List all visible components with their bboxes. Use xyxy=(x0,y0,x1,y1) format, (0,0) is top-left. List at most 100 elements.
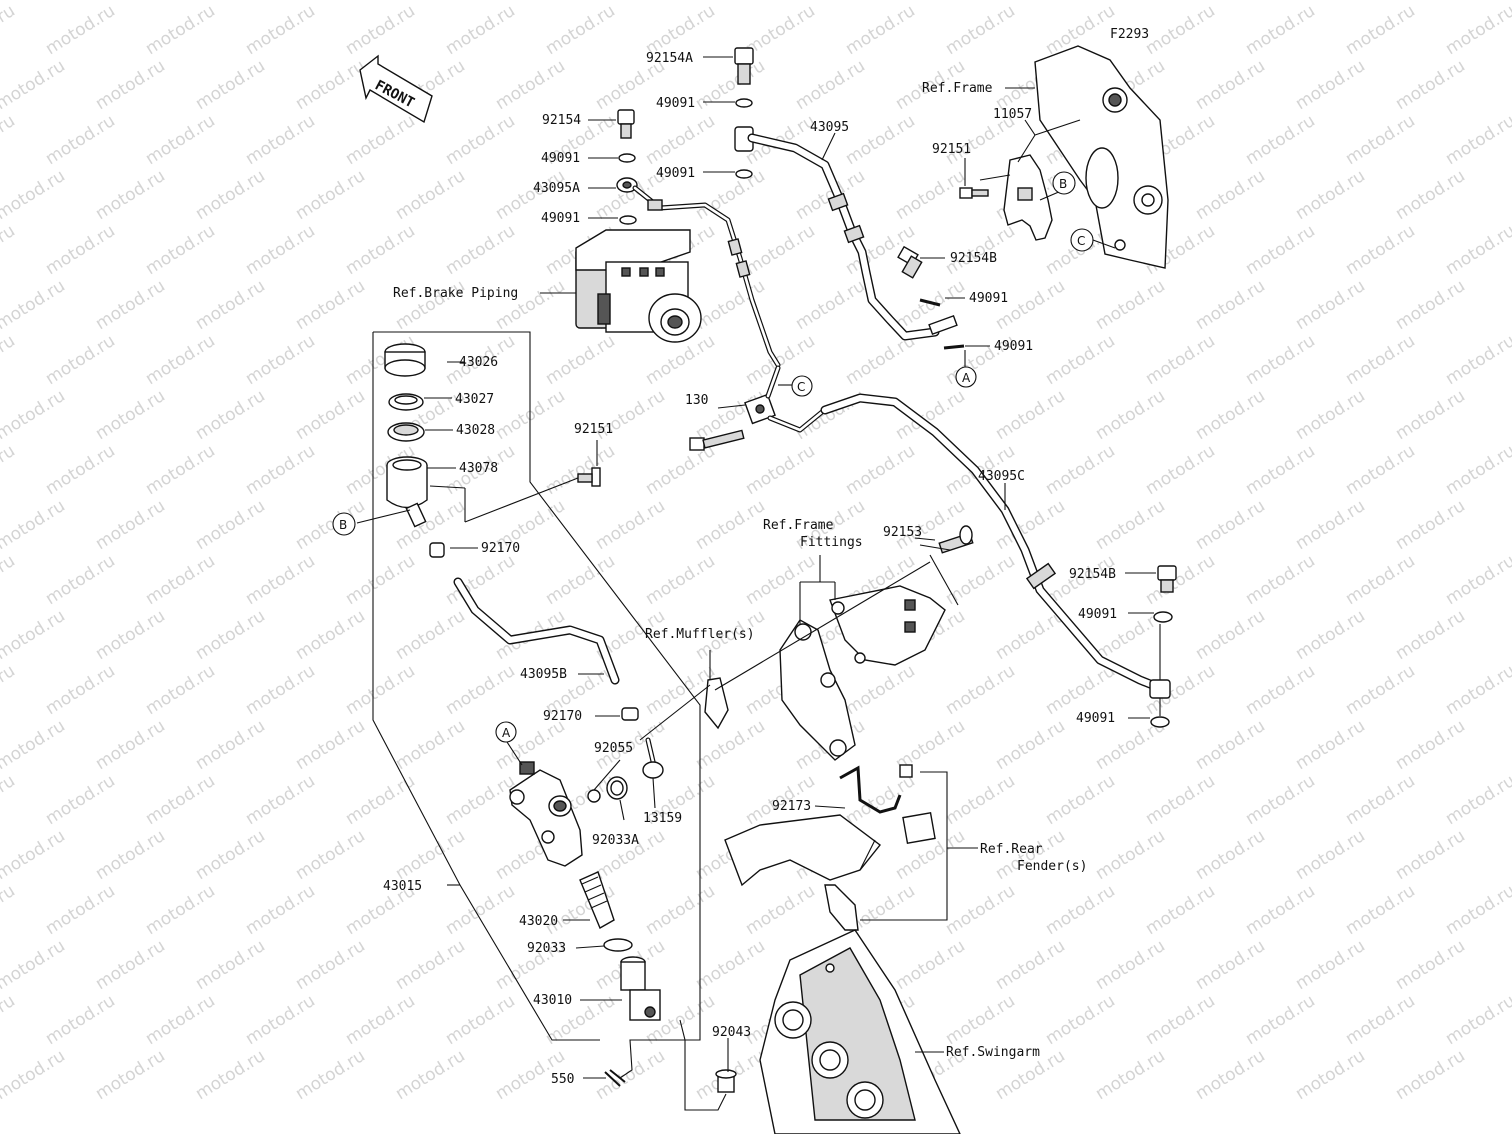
watermark-text: motod.ru xyxy=(1342,1,1419,59)
watermark-text: motod.ru xyxy=(192,166,269,224)
watermark-text: motod.ru xyxy=(142,991,219,1049)
watermark-text: motod.ru xyxy=(892,936,969,994)
watermark-text: motod.ru xyxy=(292,716,369,774)
watermark-text: motod.ru xyxy=(0,111,19,169)
label-43028: 43028 xyxy=(456,423,495,438)
muffler-bracket xyxy=(779,619,856,761)
label-92033: 92033 xyxy=(527,941,566,956)
watermark-text: motod.ru xyxy=(1442,221,1512,279)
watermark-text: motod.ru xyxy=(1242,991,1319,1049)
watermark-text: motod.ru xyxy=(342,551,419,609)
label-43027: 43027 xyxy=(455,392,494,407)
watermark-text: motod.ru xyxy=(1242,441,1319,499)
bolt-92154B-top xyxy=(897,245,923,279)
watermark-text: motod.ru xyxy=(792,56,869,114)
watermark-text: motod.ru xyxy=(1142,551,1219,609)
watermark-text: motod.ru xyxy=(1192,386,1269,444)
watermark-text: motod.ru xyxy=(1092,936,1169,994)
label-130: 130 xyxy=(685,393,708,408)
watermark-text: motod.ru xyxy=(342,221,419,279)
bolt-92153 xyxy=(938,525,974,554)
label-ref-frame-fittings-2: Fittings xyxy=(800,535,863,550)
watermark-text: motod.ru xyxy=(992,386,1069,444)
muffler-hook xyxy=(704,677,729,730)
watermark-text: motod.ru xyxy=(1342,661,1419,719)
label-92170-b: 92170 xyxy=(543,709,582,724)
watermark-text: motod.ru xyxy=(0,1046,69,1104)
callout-b-right: B xyxy=(1052,171,1076,195)
piston-43020 xyxy=(579,871,615,930)
watermark-text: motod.ru xyxy=(1042,881,1119,939)
label-43026: 43026 xyxy=(459,355,498,370)
circlip-92033 xyxy=(603,938,633,952)
label-ref-mufflers: Ref.Muffler(s) xyxy=(645,627,755,642)
watermark-text: motod.ru xyxy=(242,331,319,389)
watermark-text: motod.ru xyxy=(192,1046,269,1104)
label-ref-rear-fender-2: Fender(s) xyxy=(1017,859,1087,874)
watermark-text: motod.ru xyxy=(0,276,69,334)
watermark-text: motod.ru xyxy=(1292,1046,1369,1104)
watermark-text: motod.ru xyxy=(1292,936,1369,994)
watermark-text: motod.ru xyxy=(192,606,269,664)
label-92173: 92173 xyxy=(772,799,811,814)
washer-49091-c xyxy=(735,169,753,179)
label-49091-g: 49091 xyxy=(1078,607,1117,622)
watermark-text: motod.ru xyxy=(292,496,369,554)
watermark-text: motod.ru xyxy=(92,496,169,554)
label-ref-brake-piping: Ref.Brake Piping xyxy=(393,286,518,301)
watermark-text: motod.ru xyxy=(442,221,519,279)
watermark-text: motod.ru xyxy=(1192,276,1269,334)
frame-fittings-bracket xyxy=(829,585,946,666)
label-49091-b: 49091 xyxy=(541,151,580,166)
pin-92043 xyxy=(715,1069,737,1093)
watermark-text: motod.ru xyxy=(242,771,319,829)
watermark-text: motod.ru xyxy=(492,276,569,334)
watermark-text: motod.ru xyxy=(1342,991,1419,1049)
watermark-text: motod.ru xyxy=(1342,221,1419,279)
watermark-text: motod.ru xyxy=(1442,111,1512,169)
watermark-text: motod.ru xyxy=(242,221,319,279)
reservoir-43078 xyxy=(386,456,428,528)
label-92055: 92055 xyxy=(594,741,633,756)
washer-49091-b xyxy=(735,98,753,108)
label-49091-f: 49091 xyxy=(994,339,1033,354)
watermark-text: motod.ru xyxy=(742,221,819,279)
watermark-text: motod.ru xyxy=(1092,386,1169,444)
watermark-text: motod.ru xyxy=(542,551,619,609)
watermark-text: motod.ru xyxy=(92,166,169,224)
label-92170-a: 92170 xyxy=(481,541,520,556)
watermark-text: motod.ru xyxy=(442,881,519,939)
label-43095C: 43095C xyxy=(978,469,1025,484)
washer-49091-a xyxy=(618,153,636,163)
watermark-text: motod.ru xyxy=(1292,386,1369,444)
watermark-text: motod.ru xyxy=(1242,1,1319,59)
watermark-text: motod.ru xyxy=(42,991,119,1049)
watermark-text: motod.ru xyxy=(0,166,69,224)
washer-49091-g xyxy=(1153,611,1173,623)
master-cylinder-43015 xyxy=(509,761,583,867)
watermark-text: motod.ru xyxy=(1342,551,1419,609)
watermark-text: motod.ru xyxy=(1242,111,1319,169)
watermark-text: motod.ru xyxy=(42,1,119,59)
watermark-text: motod.ru xyxy=(142,331,219,389)
watermark-text: motod.ru xyxy=(942,1,1019,59)
watermark-text: motod.ru xyxy=(192,826,269,884)
watermark-text: motod.ru xyxy=(1242,661,1319,719)
watermark-text: motod.ru xyxy=(1442,441,1512,499)
watermark-text: motod.ru xyxy=(1442,551,1512,609)
watermark-text: motod.ru xyxy=(1392,716,1469,774)
watermark-text: motod.ru xyxy=(92,276,169,334)
watermark-text: motod.ru xyxy=(1392,166,1469,224)
watermark-text: motod.ru xyxy=(142,881,219,939)
plate-43027 xyxy=(388,393,424,411)
watermark-text: motod.ru xyxy=(1142,331,1219,389)
callout-a-left: A xyxy=(495,721,517,743)
watermark-text: motod.ru xyxy=(142,1,219,59)
watermark-text: motod.ru xyxy=(692,166,769,224)
label-92151-b: 92151 xyxy=(574,422,613,437)
watermark-text: motod.ru xyxy=(1392,1046,1469,1104)
watermark-text: motod.ru xyxy=(1342,111,1419,169)
watermark-text: motod.ru xyxy=(742,551,819,609)
watermark-text: motod.ru xyxy=(142,441,219,499)
